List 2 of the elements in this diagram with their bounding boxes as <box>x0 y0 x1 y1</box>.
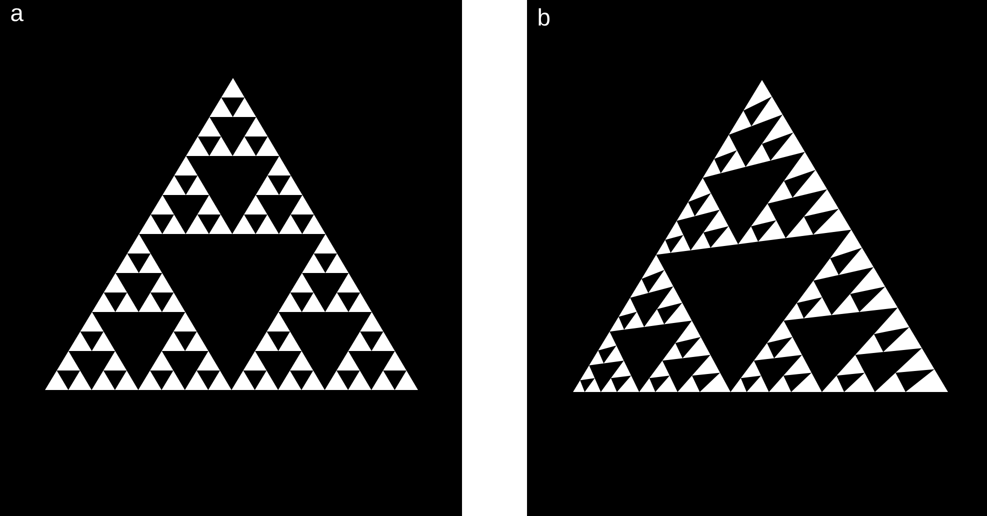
panel-label: b <box>538 8 550 26</box>
panel-label: a <box>11 8 24 22</box>
